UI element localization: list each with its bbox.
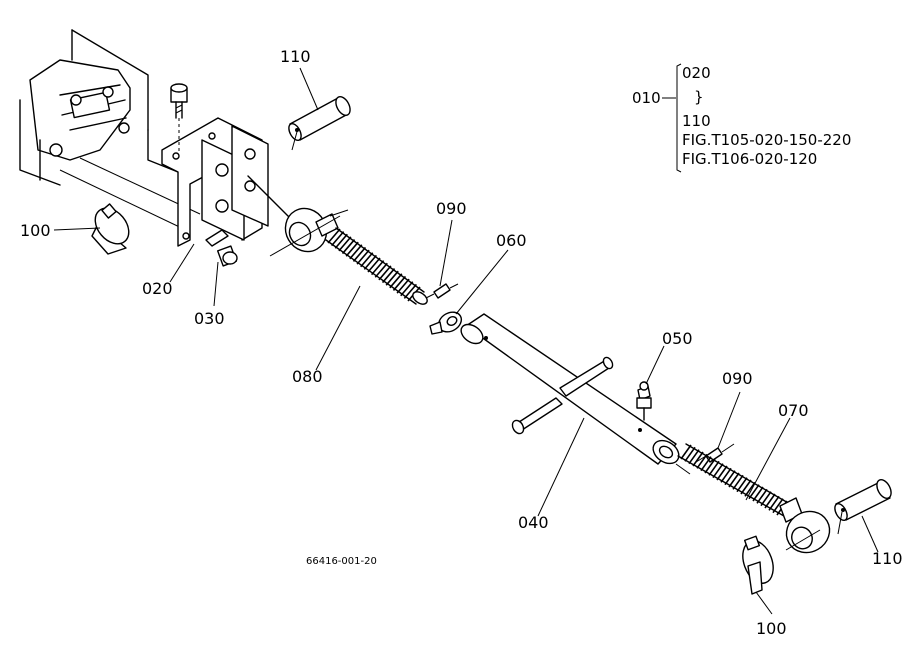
- callout-030: 030: [194, 309, 225, 328]
- thread-mark: [345, 241, 359, 257]
- thread-mark: [700, 456, 712, 472]
- thread-mark: [381, 268, 396, 284]
- threaded-rod-080: [325, 227, 428, 305]
- leader-lines: [53, 67, 879, 615]
- lynch-pin-100-left: [91, 203, 130, 255]
- tube-040: [460, 313, 680, 465]
- bolt-030: [205, 229, 238, 267]
- callout-080: 080: [292, 367, 323, 386]
- roll-pin-090-upper: [425, 283, 459, 299]
- thread-mark: [341, 239, 356, 255]
- clevis-pin-110-top: [288, 96, 351, 151]
- thread-mark: [736, 477, 748, 493]
- callout-110-top: 110: [280, 47, 311, 66]
- thread-mark: [692, 451, 704, 467]
- drawing-code: 66416-001-20: [306, 556, 377, 567]
- thread-mark: [378, 265, 392, 281]
- thread-mark: [744, 481, 756, 497]
- rod-end-070: [779, 497, 831, 554]
- thread-mark: [338, 236, 352, 252]
- thread-mark: [349, 244, 363, 260]
- clevis-pin-110-right: [834, 479, 892, 535]
- thread-mark: [712, 463, 724, 479]
- rod-end-080: [247, 175, 349, 257]
- thread-mark: [403, 283, 417, 299]
- thread-mark: [748, 484, 760, 500]
- thread-mark: [768, 495, 780, 511]
- thread-mark: [352, 246, 367, 262]
- thread-mark: [385, 270, 399, 286]
- threaded-rod-070: [675, 443, 791, 517]
- thread-mark: [720, 467, 732, 483]
- callout-020: 020: [142, 279, 173, 298]
- thread-mark: [716, 465, 728, 481]
- thread-mark: [374, 262, 388, 278]
- thread-mark: [724, 470, 736, 486]
- ref-line-5: FIG.T106-020-120: [682, 150, 817, 168]
- thread-mark: [684, 446, 696, 462]
- callout-100-left: 100: [20, 221, 51, 240]
- thread-mark: [327, 228, 341, 244]
- thread-mark: [360, 252, 374, 268]
- thread-mark: [708, 460, 720, 476]
- reference-box: 010 020 } 110 FIG.T105-020-150-220 FIG.T…: [632, 63, 851, 173]
- thread-mark: [389, 273, 403, 289]
- thread-mark: [728, 472, 740, 488]
- thread-mark: [396, 278, 410, 294]
- callout-050: 050: [662, 329, 693, 348]
- callout-090-lower: 090: [722, 369, 753, 388]
- thread-mark: [764, 493, 776, 509]
- thread-mark: [688, 449, 700, 465]
- callout-110-right: 110: [872, 549, 903, 568]
- thread-mark: [696, 453, 708, 469]
- thread-mark: [772, 498, 784, 514]
- thread-mark: [680, 444, 692, 460]
- thread-mark: [732, 474, 744, 490]
- thread-mark: [367, 257, 381, 273]
- thread-mark: [363, 254, 377, 270]
- callout-060: 060: [496, 231, 527, 250]
- ref-line-1: 020: [682, 64, 711, 82]
- thread-mark: [371, 260, 385, 276]
- ref-line-3: 110: [682, 112, 711, 130]
- nut-060: [429, 311, 463, 335]
- thread-mark: [356, 249, 370, 265]
- thread-mark: [392, 275, 407, 291]
- ref-line-4: FIG.T105-020-150-220: [682, 131, 851, 149]
- thread-mark: [760, 491, 772, 507]
- lynch-pin-100-bottom: [742, 535, 774, 595]
- bolt-upper: [170, 83, 188, 152]
- callout-090-upper: 090: [436, 199, 467, 218]
- thread-mark: [756, 488, 768, 504]
- thread-mark: [331, 231, 345, 247]
- thread-mark: [752, 486, 764, 502]
- callout-070: 070: [778, 401, 809, 420]
- grease-fitting-050: [636, 381, 652, 421]
- ref-group-label: 010: [632, 89, 661, 107]
- thread-mark: [704, 458, 716, 474]
- bracket-020: [161, 117, 269, 247]
- callout-040: 040: [518, 513, 549, 532]
- thread-mark: [740, 479, 752, 495]
- ref-line-2: }: [694, 88, 704, 106]
- callout-100-bottom: 100: [756, 619, 787, 638]
- thread-mark: [400, 281, 414, 297]
- thread-mark: [334, 233, 348, 249]
- housing-frame: [19, 29, 201, 233]
